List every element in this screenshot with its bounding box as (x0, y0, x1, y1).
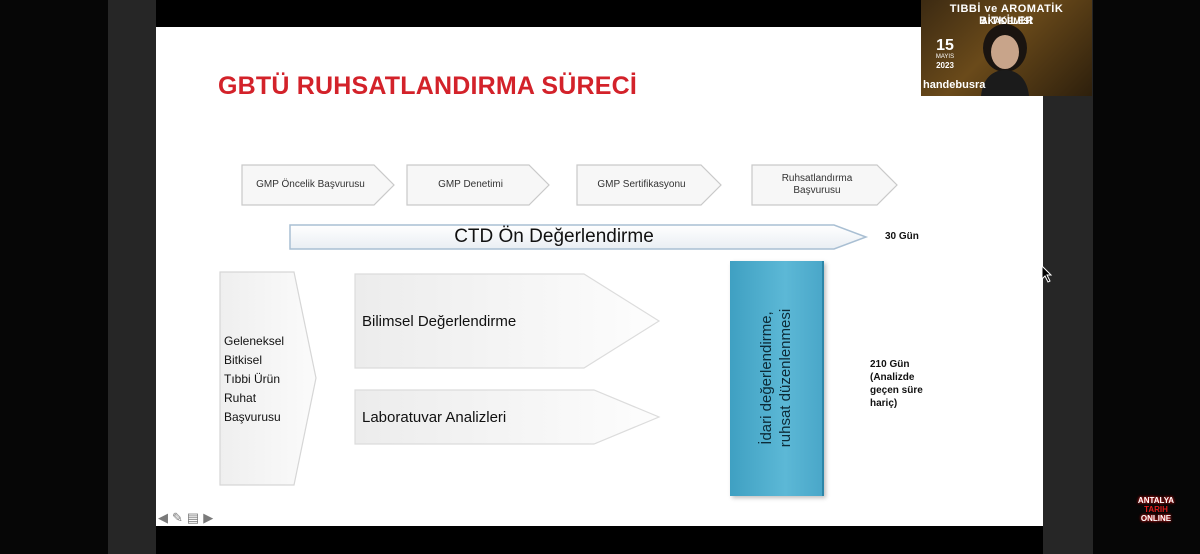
application-line: Ruhat (224, 391, 257, 405)
duration-line: geçen süre (870, 385, 923, 396)
ctd-duration: 30 Gün (885, 231, 919, 242)
frame-left (0, 0, 108, 554)
slide-nav: ◀ ✎ ▤ ▶ (158, 511, 213, 524)
step-gmp-certification: GMP Sertifikasyonu (576, 164, 723, 206)
step-label: GMP Öncelik Başvurusu (256, 179, 365, 190)
admin-line: İdari değerlendirme, (758, 311, 775, 445)
pen-icon[interactable]: ✎ (172, 510, 183, 525)
frame-right (1093, 0, 1200, 554)
slide-title: GBTÜ RUHSATLANDIRMA SÜRECİ (218, 72, 638, 100)
duration-line: (Analizde (870, 372, 915, 383)
channel-line: TARIH (1144, 505, 1168, 514)
application-line: Başvurusu (224, 410, 281, 424)
lab-analysis-shape: Laboratuvar Analizleri (354, 389, 662, 445)
application-line: Bitkisel (224, 353, 263, 367)
duration-note: 210 Gün (Analizde geçen süre hariç) (870, 358, 923, 410)
step-licensing-application: Ruhsatlandırma Başvurusu (751, 164, 899, 206)
scientific-evaluation-shape: Bilimsel Değerlendirme (354, 273, 662, 369)
banner-date: 15 MAYIS 2023 (931, 37, 959, 71)
application-chevron: Geleneksel Bitkisel Tıbbi Ürün Ruhat Baş… (218, 270, 318, 487)
duration-line: hariç) (870, 398, 898, 409)
lab-analysis-label: Laboratuvar Analizleri (362, 408, 507, 426)
participant-video[interactable]: TIBBİ ve AROMATİK BİTKİLER AKADEMİSİ 15 … (921, 0, 1092, 96)
participant-name: handebusra (923, 79, 986, 91)
arrow-right-icon[interactable]: ▶ (203, 510, 214, 525)
frame-bar-left (108, 0, 156, 554)
duration-line: 210 Gün (870, 359, 910, 370)
step-gmp-inspection: GMP Denetimi (406, 164, 551, 206)
admin-evaluation-label: İdari değerlendirme, ruhsat düzenlenmesi (757, 263, 795, 493)
ctd-arrow: CTD Ön Değerlendirme (289, 223, 869, 251)
slides-menu-icon[interactable]: ▤ (186, 510, 200, 525)
step-label: Ruhsatlandırma Başvurusu (781, 173, 853, 196)
channel-logo: ANTALYA TARIH ONLINE (1126, 496, 1186, 523)
ctd-label: CTD Ön Değerlendirme (454, 226, 654, 247)
step-gmp-priority: GMP Öncelik Başvurusu (241, 164, 396, 206)
channel-line: ANTALYA (1137, 496, 1175, 505)
application-line: Geleneksel (224, 334, 285, 348)
admin-line: ruhsat düzenlenmesi (777, 308, 794, 448)
zoom-watermark: zoom (897, 474, 1004, 521)
step-label: GMP Sertifikasyonu (597, 179, 686, 190)
admin-evaluation-box: İdari değerlendirme, ruhsat düzenlenmesi (730, 261, 824, 496)
channel-line: ONLINE (1140, 514, 1172, 523)
shared-slide: GBTÜ RUHSATLANDIRMA SÜRECİ GMP Öncelik B… (156, 27, 1043, 526)
application-label: Geleneksel Bitkisel Tıbbi Ürün Ruhat Baş… (224, 332, 304, 427)
step-label: GMP Denetimi (438, 179, 503, 190)
mouse-cursor-icon (1041, 265, 1053, 283)
scientific-evaluation-label: Bilimsel Değerlendirme (362, 312, 517, 330)
arrow-left-icon[interactable]: ◀ (158, 510, 168, 525)
banner-subtitle: AKADEMİSİ (981, 16, 1032, 26)
participant-avatar (981, 24, 1029, 96)
banner-title: TIBBİ ve AROMATİK BİTKİLER (949, 3, 1064, 27)
date-day: 15 (936, 37, 954, 54)
date-month: MAYIS (935, 54, 955, 60)
application-line: Tıbbi Ürün (224, 372, 281, 386)
date-year: 2023 (936, 61, 954, 70)
